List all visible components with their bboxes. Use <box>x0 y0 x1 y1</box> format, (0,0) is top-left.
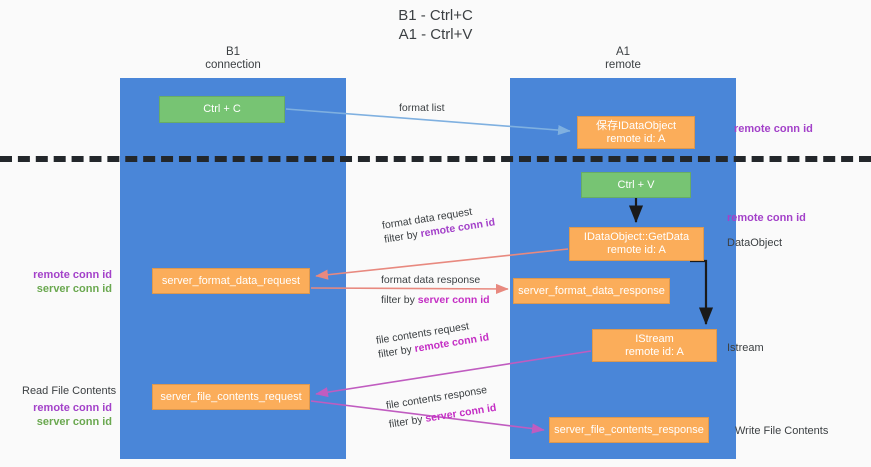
node-server-format-data-request-label: server_format_data_request <box>161 274 301 287</box>
title-line-2: A1 - Ctrl+V <box>398 26 473 43</box>
filter-prefix: filter by <box>388 413 427 431</box>
node-istream-line2: remote id: A <box>625 345 684 358</box>
edge-label-format-list: format list <box>399 101 445 115</box>
column-header-a1-name: A1 <box>615 46 631 58</box>
edge-label-format-list-text: format list <box>399 102 445 114</box>
annotation-right-mid-remote-conn-id: remote conn id <box>727 212 806 224</box>
annotation-left-bottom-server-conn-id: server conn id <box>36 416 112 428</box>
annotation-left-mid-remote-conn-id: remote conn id <box>33 269 112 281</box>
node-server-format-data-response[interactable]: server_format_data_response <box>513 278 670 304</box>
node-server-format-data-response-label: server_format_data_response <box>518 284 665 297</box>
edge-label-format-data-response-line1: format data response <box>381 274 481 286</box>
node-server-file-contents-response-label: server_file_contents_response <box>554 423 704 436</box>
node-getdata-line2: remote id: A <box>607 244 666 256</box>
filter-key-server-conn-id: server conn id <box>424 401 498 425</box>
column-header-a1: A1 remote <box>510 46 736 72</box>
node-getdata-line1: IDataObject::GetData <box>583 231 690 243</box>
node-server-file-contents-request[interactable]: server_file_contents_request <box>152 384 310 410</box>
node-ctrl-c-label: Ctrl + C <box>203 103 241 115</box>
filter-prefix: filter by <box>381 294 418 306</box>
annotation-left-bottom: remote conn id server conn id <box>22 401 112 429</box>
node-ctrl-c[interactable]: Ctrl + C <box>159 96 285 123</box>
edge-label-format-data-response-filter: filter by server conn id <box>381 293 490 307</box>
node-ctrl-v[interactable]: Ctrl + V <box>581 172 691 198</box>
annotation-left-read-file-contents: Read File Contents <box>22 385 117 397</box>
node-istream[interactable]: IStream remote id: A <box>592 329 717 362</box>
edge-label-file-contents-response: file contents response filter by server … <box>385 382 497 432</box>
node-ctrl-v-label: Ctrl + V <box>617 178 655 191</box>
phase-divider <box>0 156 871 162</box>
annotation-right-write-file-contents: Write File Contents <box>735 425 829 437</box>
node-server-format-data-request[interactable]: server_format_data_request <box>152 268 310 294</box>
page-title: B1 - Ctrl+C A1 - Ctrl+V <box>0 6 871 44</box>
node-save-idataobject-line2: remote id: A <box>606 132 666 145</box>
node-save-idataobject-line1: 保存IDataObject <box>595 119 677 132</box>
annotation-right-istream: Istream <box>727 342 764 354</box>
node-server-file-contents-request-label: server_file_contents_request <box>160 390 302 403</box>
annotation-right-dataobject: DataObject <box>727 237 783 249</box>
node-idataobject-getdata[interactable]: IDataObject::GetData remote id: A <box>569 227 704 261</box>
filter-key-server-conn-id: server conn id <box>417 294 490 306</box>
column-header-b1-role: connection <box>205 59 261 71</box>
annotation-left-bottom-remote-conn-id: remote conn id <box>33 402 112 414</box>
column-header-b1: B1 connection <box>120 46 346 72</box>
annotation-left-mid: remote conn id server conn id <box>22 268 112 296</box>
annotation-right-top-remote-conn-id: remote conn id <box>734 123 813 135</box>
annotation-left-mid-server-conn-id: server conn id <box>36 283 112 295</box>
edge-label-format-data-request: format data request filter by remote con… <box>381 201 496 246</box>
node-save-idataobject[interactable]: 保存IDataObject remote id: A <box>577 116 695 149</box>
title-line-1: B1 - Ctrl+C <box>398 7 473 24</box>
node-istream-line1: IStream <box>635 332 674 345</box>
column-header-a1-role: remote <box>605 59 641 71</box>
edge-label-format-data-response: format data response filter by server co… <box>381 273 490 307</box>
edge-label-file-contents-request: file contents request filter by remote c… <box>375 316 490 361</box>
node-server-file-contents-response[interactable]: server_file_contents_response <box>549 417 709 443</box>
column-header-b1-name: B1 <box>225 46 241 58</box>
